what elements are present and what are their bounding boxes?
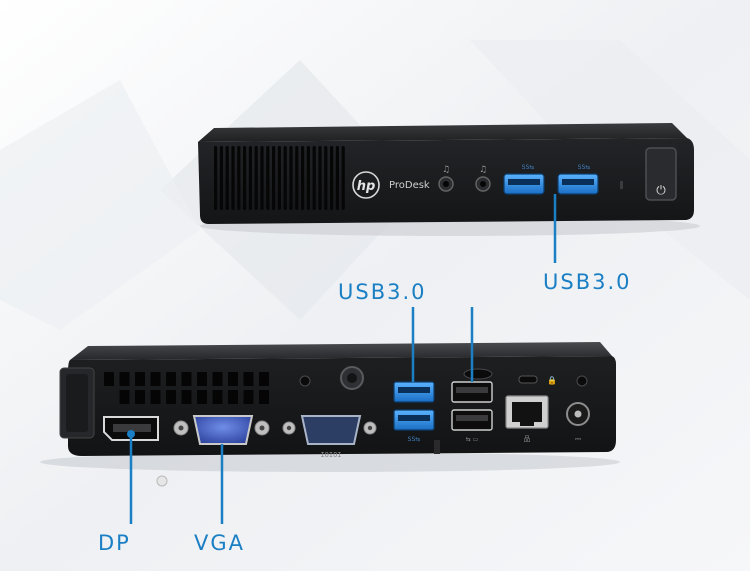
vent-slot xyxy=(318,146,322,210)
vent-slot xyxy=(330,146,334,210)
screw-hole xyxy=(576,375,588,387)
dc-icon: ⎓ xyxy=(575,434,582,443)
vent-hole xyxy=(104,372,114,386)
vent-hole xyxy=(197,390,207,404)
vent-hole xyxy=(135,390,145,404)
front-unit: hp ProDesk ♫ ♫ SS⇆ SS⇆ ⏻ xyxy=(198,123,700,236)
usb-ss-icon: SS⇆ xyxy=(408,436,421,443)
vent-hole xyxy=(135,372,145,386)
antenna-port xyxy=(463,368,493,380)
background-shape xyxy=(0,80,200,330)
vga-label: VGA xyxy=(194,531,246,555)
rubber-foot xyxy=(156,475,168,487)
serial-marking: IOIOI xyxy=(320,451,341,459)
vent-slot xyxy=(231,146,235,210)
vent-slot xyxy=(306,146,310,210)
usb-ss-icon: SS⇆ xyxy=(578,164,591,171)
serial-port xyxy=(300,415,362,445)
hp-logo-text: hp xyxy=(357,179,376,194)
vent-hole xyxy=(166,372,176,386)
vent-hole xyxy=(259,372,269,386)
vent-slot xyxy=(277,146,281,210)
rear-usb3-label: USB3.0 xyxy=(338,280,427,304)
vent-hole xyxy=(197,372,207,386)
vent-slot xyxy=(312,146,316,210)
vent-hole xyxy=(150,372,161,386)
vent-slot xyxy=(214,146,218,210)
front-top-surface xyxy=(198,123,687,142)
headset-icon: ♫ xyxy=(479,165,487,175)
drive-led xyxy=(620,181,623,189)
power-icon: ⏻ xyxy=(656,183,666,197)
vent-hole xyxy=(181,372,192,386)
vent-hole xyxy=(166,390,176,404)
callout-dp-dot xyxy=(127,430,135,438)
vent-hole xyxy=(259,390,269,404)
callouts xyxy=(127,194,557,524)
vent-slot xyxy=(254,146,258,210)
network-icon: 品 xyxy=(524,435,531,443)
vent-hole xyxy=(119,372,130,386)
vent-hole xyxy=(181,390,192,404)
rear-unit: IOIOI SS⇆ ⇆ ▭ 🔒 品 ⎓ xyxy=(40,342,620,487)
vent-hole xyxy=(212,390,223,404)
usb-ss-icon: SS⇆ xyxy=(522,164,535,171)
vent-slot xyxy=(248,146,252,210)
lock-slot xyxy=(518,375,538,384)
rear-vents xyxy=(104,372,269,404)
front-vents xyxy=(214,146,345,210)
vent-slot xyxy=(243,146,247,210)
vent-slot xyxy=(266,146,270,210)
vent-hole xyxy=(243,372,254,386)
usb-icon: ⇆ ▭ xyxy=(466,436,479,443)
vent-slot xyxy=(283,146,287,210)
vent-slot xyxy=(301,146,305,210)
hp-logo-icon xyxy=(352,171,380,199)
vent-slot xyxy=(289,146,293,210)
vent-slot xyxy=(335,146,339,210)
lock-icon: 🔒 xyxy=(547,376,557,385)
vent-slot xyxy=(295,146,299,210)
vent-hole xyxy=(119,390,130,404)
model-name: ProDesk xyxy=(389,180,430,191)
vga-port xyxy=(192,415,254,445)
power-button xyxy=(645,147,677,201)
vent-hole xyxy=(228,390,238,404)
vent-hole xyxy=(228,372,238,386)
vent-slot xyxy=(225,146,229,210)
rear-unit-shadow xyxy=(40,452,620,472)
displayport-label: DP xyxy=(98,531,131,555)
vent-slot xyxy=(341,146,345,210)
vent-hole xyxy=(212,372,223,386)
front-usb3-label: USB3.0 xyxy=(543,270,632,294)
vent-slot xyxy=(272,146,276,210)
vent-slot xyxy=(237,146,241,210)
vent-slot xyxy=(219,146,223,210)
vent-hole xyxy=(150,390,161,404)
headphone-icon: ♫ xyxy=(442,165,450,175)
foot xyxy=(434,440,440,454)
vent-slot xyxy=(260,146,264,210)
rear-top-surface xyxy=(70,342,612,360)
vent-slot xyxy=(324,146,328,210)
vent-hole xyxy=(243,390,254,404)
screw-hole xyxy=(299,375,311,387)
